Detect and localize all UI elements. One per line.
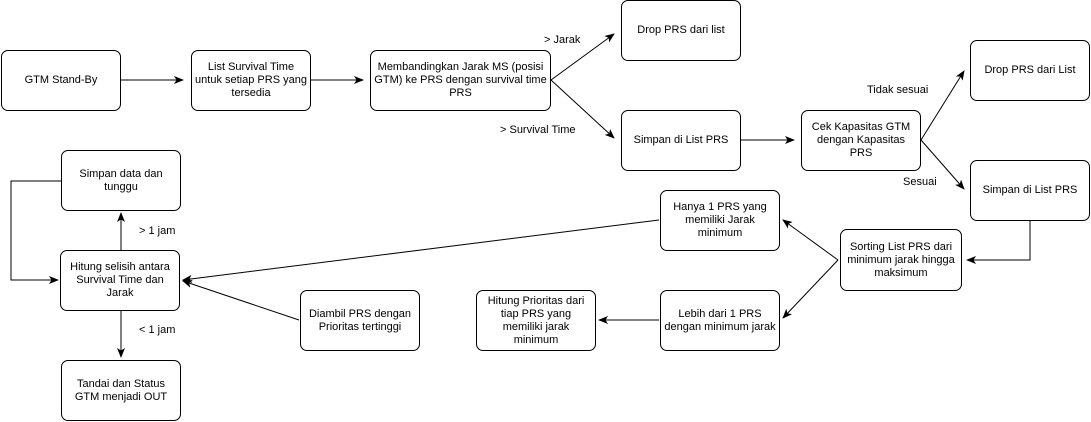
edge-cek-to-simpan2 [920,139,965,190]
edge-label-sesuai: Sesuai [903,176,937,188]
node-hitung-selisih[interactable]: Hitung selisih antara Survival Time dan … [60,250,180,311]
edge-simpan2-to-sorting [966,220,1031,264]
node-list-survival-time[interactable]: List Survival Time untuk setiap PRS yang… [191,50,311,111]
node-simpan-data-tunggu[interactable]: Simpan data dan tunggu [61,150,181,211]
edge-membandingkan-to-simpan [550,79,615,139]
edge-label-survival-time: > Survival Time [500,124,576,136]
edge-label-lt-1-jam: < 1 jam [139,324,176,336]
edge-hanya1-to-hitungselisih [182,219,660,283]
edge-membandingkan-to-drop [550,33,615,81]
edge-label-tidak-sesuai: Tidak sesuai [867,84,929,96]
node-hanya-1-prs[interactable]: Hanya 1 PRS yang memiliki Jarak minimum [660,190,780,251]
edge-simpandata-loop [10,180,61,284]
node-diambil-prs[interactable]: Diambil PRS dengan Prioritas tertinggi [300,290,420,351]
node-hitung-prioritas[interactable]: Hitung Prioritas dari tiap PRS yang memi… [476,290,596,351]
node-gtm-standby[interactable]: GTM Stand-By [1,50,121,111]
edge-diambil-to-hitungselisih [182,280,300,321]
edge-cek-to-drop2 [920,70,965,141]
node-membandingkan-jarak[interactable]: Membandingkan Jarak MS (posisi GTM) ke P… [370,50,551,111]
edge-sorting-to-lebih1 [782,259,839,319]
edge-label-jarak: > Jarak [544,34,581,46]
node-drop-prs-2[interactable]: Drop PRS dari List [970,40,1090,101]
edge-label-gt-1-jam: > 1 jam [139,225,176,237]
node-tandai-status-out[interactable]: Tandai dan Status GTM menjadi OUT [61,360,181,421]
node-sorting-list[interactable]: Sorting List PRS dari minimum jarak hing… [840,229,962,291]
edge-sorting-to-hanya1 [782,219,839,261]
node-simpan-list-prs-1[interactable]: Simpan di List PRS [621,110,741,171]
node-simpan-list-prs-2[interactable]: Simpan di List PRS [970,160,1090,221]
node-lebih-dari-1-prs[interactable]: Lebih dari 1 PRS dengan minimum jarak [660,290,780,351]
node-cek-kapasitas[interactable]: Cek Kapasitas GTM dengan Kapasitas PRS [801,110,921,171]
node-drop-prs-1[interactable]: Drop PRS dari list [621,0,741,61]
